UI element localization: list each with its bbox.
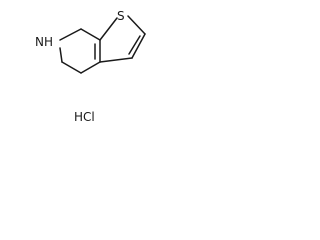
bond-c3-c3a <box>99 57 133 63</box>
chemical-structure-diagram: NH S HCl <box>35 9 146 124</box>
nitrogen-label: NH <box>35 35 53 49</box>
bond-ch2-ch2-lower <box>61 61 82 74</box>
bond-n-ch2-upper <box>59 28 82 41</box>
bond-ch2-n <box>59 47 63 63</box>
counterion-label: HCl <box>74 110 95 124</box>
bond-c7a-s <box>99 17 118 41</box>
bond-c2-c3 <box>131 33 146 59</box>
bond-s-c2 <box>127 15 146 35</box>
bond-c2-c3-inner <box>128 35 141 55</box>
sulfur-label: S <box>117 9 125 23</box>
bond-fusion-bottom-ch2 <box>80 61 101 74</box>
bond-ch2-fusion-top <box>80 28 101 41</box>
